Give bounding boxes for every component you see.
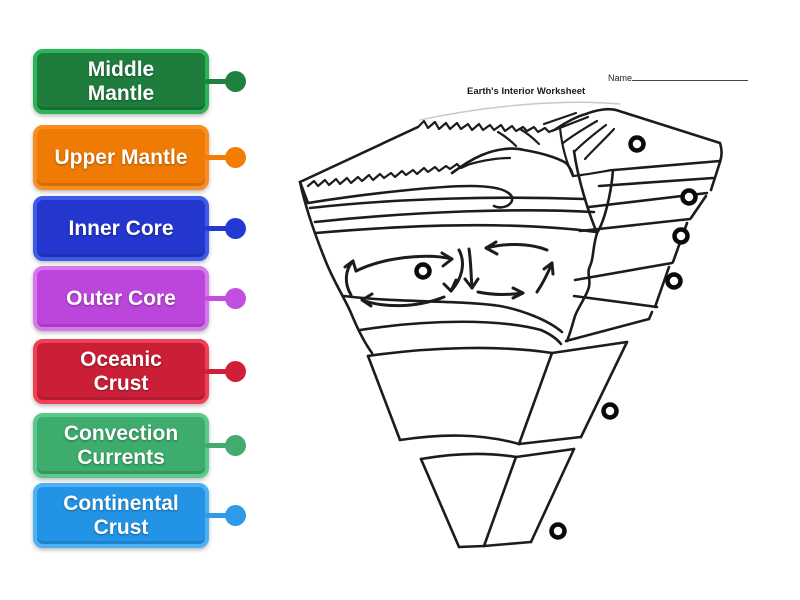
connector-line bbox=[205, 296, 231, 301]
mantle-band bbox=[342, 294, 564, 346]
answer-target[interactable] bbox=[601, 402, 619, 420]
connector-line bbox=[205, 369, 231, 374]
label-text: Convection Currents bbox=[63, 421, 179, 469]
answer-target[interactable] bbox=[414, 262, 432, 280]
scan-faint-line bbox=[419, 101, 621, 121]
name-label: Name bbox=[608, 73, 633, 83]
label-text: Oceanic Crust bbox=[80, 347, 162, 395]
convection-current-arrows bbox=[343, 240, 555, 308]
name-blank-line bbox=[632, 71, 749, 81]
connector-line bbox=[205, 513, 231, 518]
connector-line bbox=[205, 226, 231, 231]
connector-dot[interactable] bbox=[225, 361, 246, 382]
label-text: Inner Core bbox=[68, 216, 174, 240]
crust-layers-front bbox=[298, 180, 598, 355]
connector-dot[interactable] bbox=[225, 147, 246, 168]
worksheet-title: Earth's Interior Worksheet bbox=[467, 86, 586, 97]
draggable-label-continental-crust[interactable]: Continental Crust bbox=[33, 483, 246, 548]
label-text: Upper Mantle bbox=[54, 145, 188, 169]
connector-line bbox=[205, 155, 231, 160]
label-text: Middle Mantle bbox=[87, 57, 155, 105]
earth-interior-diagram bbox=[298, 101, 723, 549]
ocean-surface bbox=[298, 119, 558, 205]
connector-dot[interactable] bbox=[225, 218, 246, 239]
answer-target[interactable] bbox=[665, 272, 683, 290]
label-text: Continental Crust bbox=[63, 491, 179, 539]
continent-mountain bbox=[450, 107, 723, 178]
connector-dot[interactable] bbox=[225, 505, 246, 526]
draggable-label-middle-mantle[interactable]: Middle Mantle bbox=[33, 49, 246, 114]
draggable-label-inner-core[interactable]: Inner Core bbox=[33, 196, 246, 261]
answer-targets-group bbox=[414, 135, 698, 540]
connector-line bbox=[205, 443, 231, 448]
draggable-label-upper-mantle[interactable]: Upper Mantle bbox=[33, 125, 246, 190]
worksheet-name-field: Name bbox=[608, 71, 749, 83]
label-text: Outer Core bbox=[66, 286, 176, 310]
connector-dot[interactable] bbox=[225, 435, 246, 456]
draggable-label-convection-currents[interactable]: Convection Currents bbox=[33, 413, 246, 478]
draggable-label-oceanic-crust[interactable]: Oceanic Crust bbox=[33, 339, 246, 404]
answer-target[interactable] bbox=[628, 135, 646, 153]
draggable-label-outer-core[interactable]: Outer Core bbox=[33, 266, 246, 331]
inner-core-wedge bbox=[419, 447, 576, 549]
answer-target[interactable] bbox=[672, 227, 690, 245]
subduction-fault bbox=[565, 149, 615, 343]
block-side-face bbox=[564, 159, 722, 343]
answer-target[interactable] bbox=[680, 188, 698, 206]
connector-dot[interactable] bbox=[225, 288, 246, 309]
connector-line bbox=[205, 79, 231, 84]
answer-target[interactable] bbox=[549, 522, 567, 540]
outer-core-wedge bbox=[366, 340, 629, 446]
connector-dot[interactable] bbox=[225, 71, 246, 92]
